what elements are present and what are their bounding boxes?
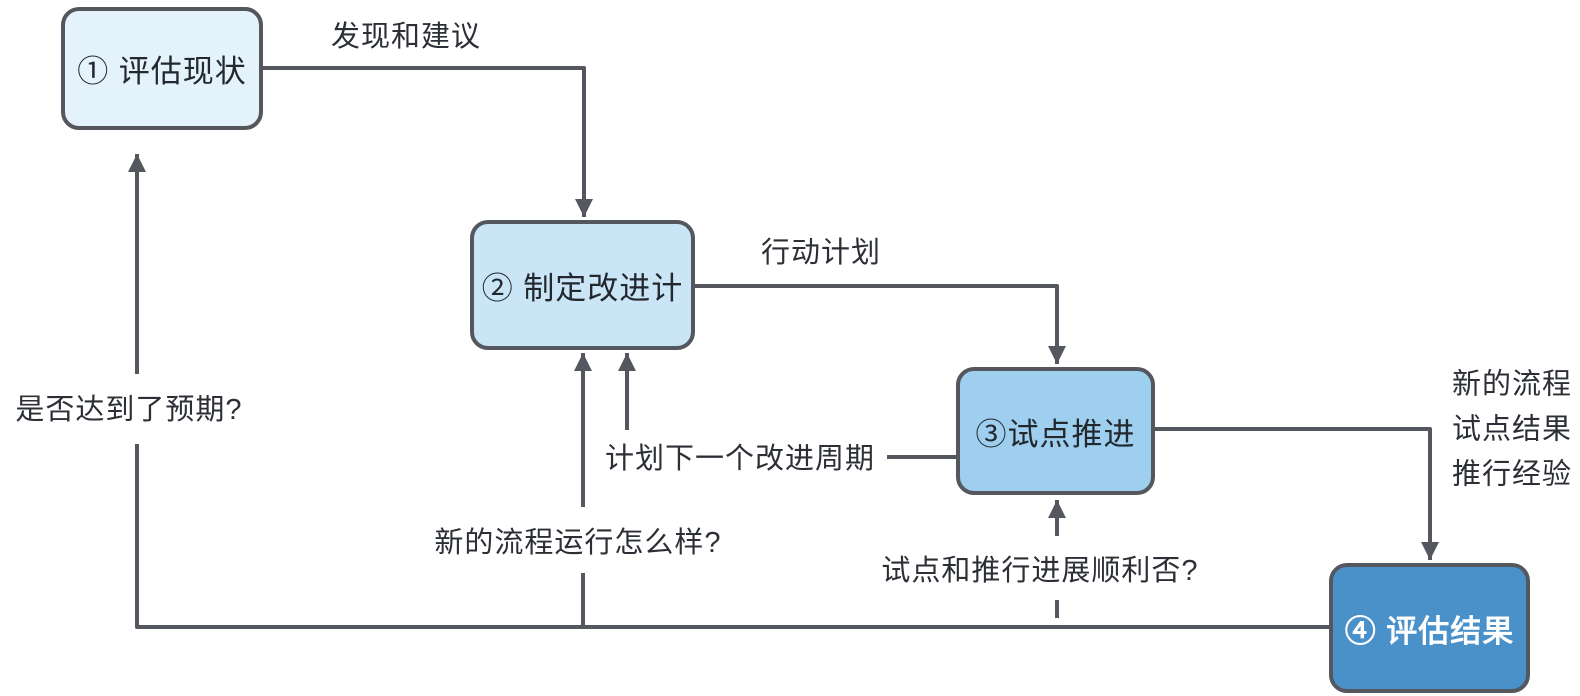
label-new-process-running: 新的流程运行怎么样? [434, 527, 722, 559]
edge-3-to-4 [1155, 427, 1439, 560]
label-pilot-outputs-line-3: 推行经验 [1452, 458, 1573, 491]
node-assess-current-label: ① 评估现状 [77, 54, 247, 89]
label-findings-suggestions: 发现和建议 [330, 21, 482, 53]
label-pilot-outputs-line-2: 试点结果 [1452, 413, 1573, 446]
node-assess-current: ① 评估现状 [61, 7, 263, 130]
edge-1-to-2 [263, 66, 593, 217]
node-pilot-rollout-label: ③试点推进 [975, 416, 1136, 452]
label-action-plan: 行动计划 [760, 237, 882, 269]
node-make-plan-label: ② 制定改进计 [481, 270, 684, 306]
node-assess-results: ④ 评估结果 [1329, 563, 1530, 693]
node-pilot-rollout: ③试点推进 [956, 367, 1155, 495]
label-pilot-outputs-line-1: 新的流程 [1452, 368, 1573, 401]
node-assess-results-label: ④ 评估结果 [1344, 613, 1515, 649]
edge-2-to-3 [695, 284, 1066, 364]
label-meet-expectation: 是否达到了预期? [15, 394, 243, 426]
edge-4-loop-bottom [135, 444, 1329, 629]
label-next-cycle: 计划下一个改进周期 [604, 443, 876, 475]
node-make-plan: ② 制定改进计 [470, 220, 695, 350]
label-pilot-progress: 试点和推行进展顺利否? [881, 555, 1199, 587]
label-pilot-outputs: 新的流程试点结果推行经验 [1452, 363, 1572, 498]
